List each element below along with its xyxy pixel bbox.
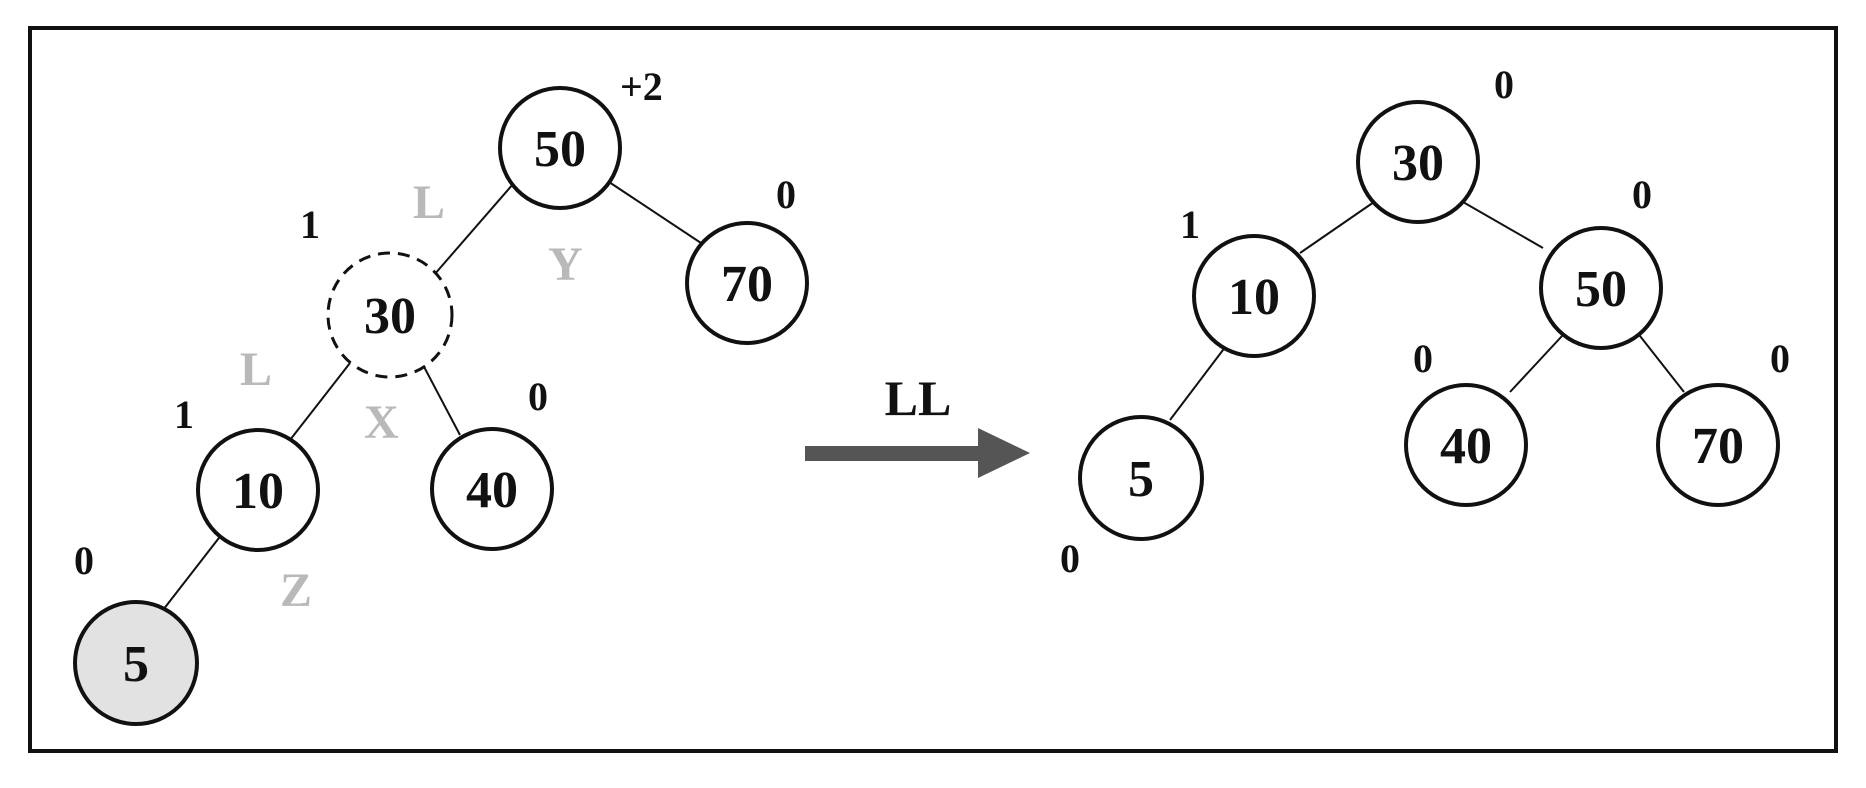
after-balance-30: 0 [1494, 62, 1514, 107]
after-balance-40: 0 [1413, 336, 1433, 381]
before-node-30: 30 [326, 251, 454, 379]
before-node-10: 10 [196, 428, 320, 552]
before-node-30-value: 30 [364, 288, 416, 345]
after-balance-70: 0 [1770, 336, 1790, 381]
after-node-40: 40 [1404, 383, 1528, 507]
after-tree: 30 10 50 5 40 70 0 1 0 0 0 0 [1060, 62, 1790, 581]
arrow-head [978, 428, 1030, 478]
before-balance-40: 0 [528, 374, 548, 419]
path-label-x: X [364, 396, 399, 449]
diagram-frame [28, 26, 1838, 753]
path-label-l-lower: L [240, 343, 272, 396]
after-node-30-value: 30 [1392, 135, 1444, 192]
rotation-arrow: LL [805, 370, 1030, 478]
before-balance-10: 1 [174, 392, 194, 437]
before-balance-5: 0 [74, 538, 94, 583]
before-node-5-value: 5 [123, 636, 149, 693]
before-node-10-value: 10 [232, 463, 284, 520]
after-node-70: 70 [1656, 383, 1780, 507]
path-label-z: Z [280, 564, 312, 617]
before-balance-30: 1 [300, 202, 320, 247]
after-node-30: 30 [1356, 100, 1480, 224]
after-node-70-value: 70 [1692, 418, 1744, 475]
after-edge-50-40 [1509, 335, 1563, 393]
before-balance-70: 0 [776, 172, 796, 217]
after-node-50: 50 [1539, 226, 1663, 350]
before-tree: 50 30 70 10 40 5 +2 1 0 1 0 0 L Y [73, 64, 809, 726]
after-balance-5: 0 [1060, 536, 1080, 581]
path-label-l-upper: L [413, 176, 445, 229]
path-label-y: Y [548, 238, 583, 291]
after-node-50-value: 50 [1575, 261, 1627, 318]
after-balance-50: 0 [1632, 172, 1652, 217]
after-edge-30-50 [1462, 201, 1544, 249]
after-node-5: 5 [1078, 415, 1204, 541]
before-node-40: 40 [430, 427, 554, 551]
after-node-10-value: 10 [1228, 269, 1280, 326]
before-node-50-value: 50 [534, 121, 586, 178]
edge-50-30 [433, 175, 521, 276]
edge-30-10 [289, 362, 351, 441]
before-balance-50: +2 [620, 64, 663, 109]
before-node-70-value: 70 [721, 256, 773, 313]
before-node-50: 50 [498, 86, 622, 210]
edge-10-5 [162, 533, 223, 611]
after-edge-10-5 [1169, 345, 1227, 421]
after-edge-50-70 [1639, 335, 1685, 393]
rotation-label: LL [885, 370, 952, 426]
after-node-5-value: 5 [1128, 451, 1154, 508]
edge-30-40 [421, 362, 461, 436]
edge-50-70 [599, 175, 705, 246]
arrow-shaft [805, 446, 985, 461]
before-node-40-value: 40 [466, 462, 518, 519]
after-balance-10: 1 [1180, 202, 1200, 247]
after-node-40-value: 40 [1440, 418, 1492, 475]
after-edge-30-10 [1299, 201, 1375, 254]
before-node-70: 70 [685, 221, 809, 345]
after-node-10: 10 [1192, 234, 1316, 358]
before-node-5-inserted: 5 [73, 600, 199, 726]
